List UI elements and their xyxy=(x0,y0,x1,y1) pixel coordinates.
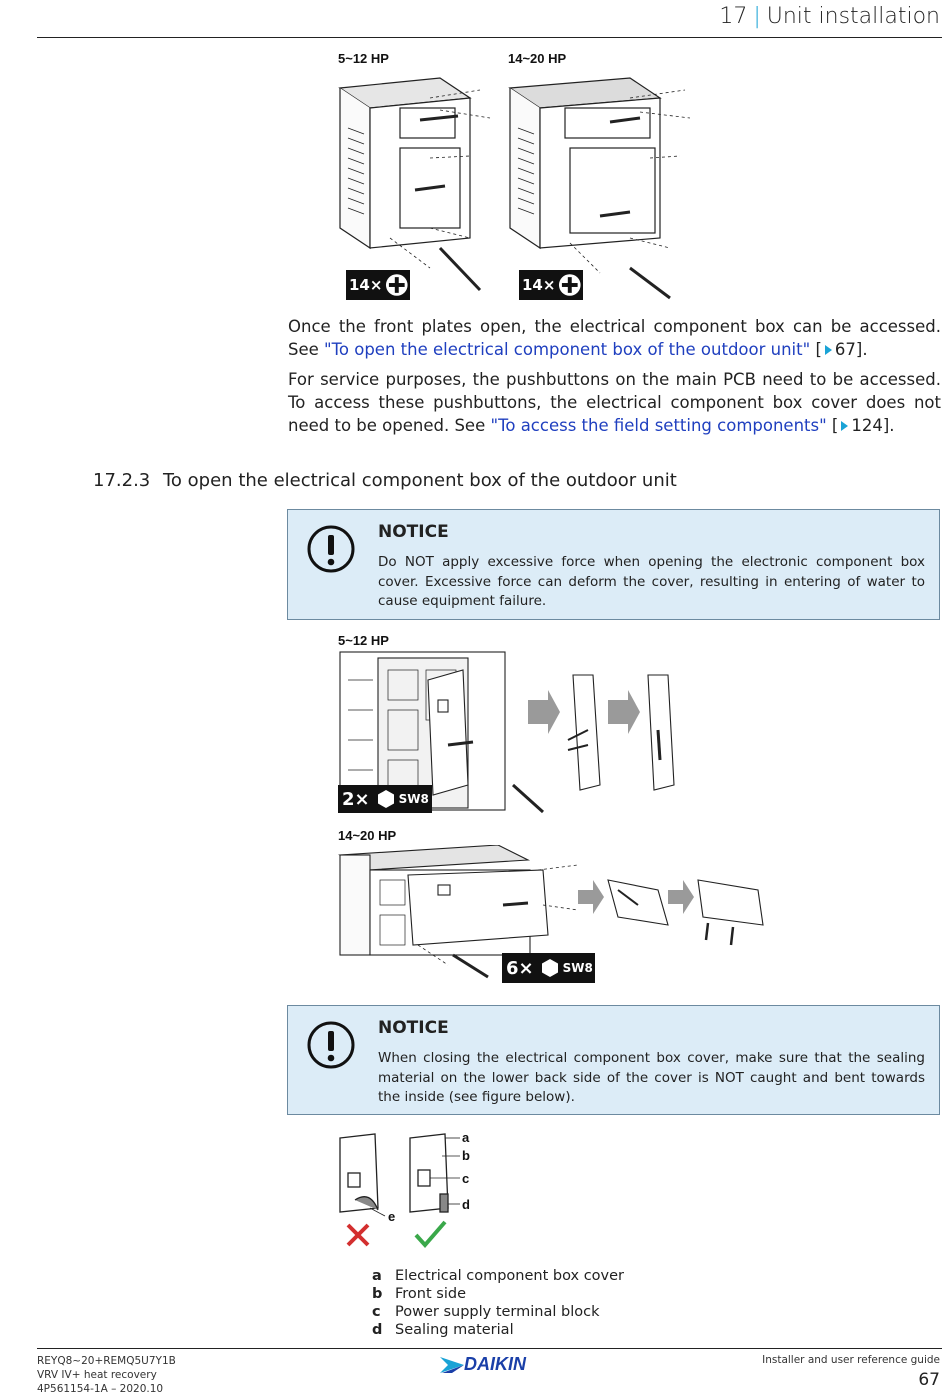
footer-doc-id: 4P561154-1A – 2020.10 xyxy=(37,1383,164,1395)
tool-size-large: SW8 xyxy=(562,961,593,975)
paragraph-service: For service purposes, the pushbuttons on… xyxy=(288,368,941,437)
bolt-count-badge-small: 2× SW8 xyxy=(338,785,432,813)
fig1-label-small: 5~12 HP xyxy=(338,51,389,66)
exclamation-icon xyxy=(307,1021,355,1069)
bolt-count-large: 6× xyxy=(506,957,534,979)
legend-value: Front side xyxy=(395,1286,466,1302)
exclamation-icon xyxy=(307,525,355,573)
daikin-logo: DAIKIN xyxy=(438,1354,548,1376)
bolt-count-small: 2× xyxy=(342,788,370,810)
chapter-title: Unit installation xyxy=(766,4,940,29)
sealing-figure xyxy=(339,1133,460,1249)
page-ref-arrow-icon xyxy=(841,421,849,431)
header-rule xyxy=(37,37,942,38)
notice-box-2: NOTICE When closing the electrical compo… xyxy=(287,1005,940,1115)
section-title: To open the electrical component box of … xyxy=(163,470,677,491)
front-plates-illustration xyxy=(338,77,691,300)
page-ref-arrow-icon xyxy=(824,345,832,355)
seal-label-e: e xyxy=(388,1209,396,1224)
seal-label-b: b xyxy=(462,1148,470,1163)
p2-ref-open: [ xyxy=(826,416,839,435)
legend-key: d xyxy=(372,1322,383,1338)
screw-count-large: 14× xyxy=(522,276,556,294)
fig3-label-large: 14~20 HP xyxy=(338,828,397,843)
phillips-screwdriver-icon xyxy=(386,274,409,296)
notice-title: NOTICE xyxy=(378,522,449,542)
hex-wrench-icon xyxy=(541,959,558,977)
footer-meta: REYQ8~20+REMQ5U7Y1B VRV IV+ heat recover… xyxy=(37,1354,176,1396)
p1-text: Once the front plates open, the electric… xyxy=(288,317,941,359)
p2-ref-page[interactable]: 124 xyxy=(851,416,883,435)
p1-ref-open: [ xyxy=(810,340,822,359)
notice-text: Do NOT apply excessive force when openin… xyxy=(378,554,925,609)
legend-item: d Sealing material xyxy=(372,1321,624,1339)
legend-item: a Electrical component box cover xyxy=(372,1267,624,1285)
section-heading: 17.2.3 To open the electrical component b… xyxy=(93,470,677,491)
legend-key: b xyxy=(372,1286,383,1302)
legend-key: a xyxy=(372,1268,382,1284)
page-number: 67 xyxy=(918,1370,940,1390)
notice-box-1: NOTICE Do NOT apply excessive force when… xyxy=(287,509,940,620)
footer-guide: Installer and user reference guide xyxy=(762,1354,940,1366)
legend-value: Power supply terminal block xyxy=(395,1304,600,1320)
chapter-number: 17 xyxy=(719,4,748,29)
legend-key: c xyxy=(372,1304,381,1320)
electrical-box-large-illustration xyxy=(338,845,764,979)
p1-ref-close: ]. xyxy=(855,340,868,359)
seal-label-a: a xyxy=(462,1130,470,1145)
p1-ref-page[interactable]: 67 xyxy=(834,340,856,359)
mark-check-icon xyxy=(414,1220,447,1249)
brand-name: DAIKIN xyxy=(464,1354,526,1374)
p2-text: For service purposes, the pushbuttons on… xyxy=(288,370,941,435)
bolt-count-badge-large: 6× SW8 xyxy=(502,953,595,983)
page-header: 17|Unit installation xyxy=(719,4,940,29)
figure-legend: a Electrical component box cover b Front s… xyxy=(372,1267,624,1339)
paragraph-front-plates: Once the front plates open, the electric… xyxy=(288,315,941,361)
notice-title: NOTICE xyxy=(378,1018,449,1038)
section-number: 17.2.3 xyxy=(93,470,151,491)
p2-ref-close: ]. xyxy=(882,416,895,435)
seal-label-d: d xyxy=(462,1197,470,1212)
link-field-setting-components[interactable]: "To access the field setting components" xyxy=(490,416,827,435)
phillips-screwdriver-icon xyxy=(559,274,582,296)
fig1-label-large: 14~20 HP xyxy=(508,51,567,66)
header-separator: | xyxy=(753,4,761,29)
notice-text: When closing the electrical component bo… xyxy=(378,1050,925,1105)
screw-count-badge-large: 14× xyxy=(519,270,583,300)
fig2-label-small: 5~12 HP xyxy=(338,633,389,648)
screw-count-small: 14× xyxy=(349,276,383,294)
link-open-electrical-box[interactable]: "To open the electrical component box of… xyxy=(324,340,811,359)
footer-series: VRV IV+ heat recovery xyxy=(37,1369,157,1381)
hex-wrench-icon xyxy=(377,790,394,808)
daikin-logo-icon xyxy=(440,1357,464,1373)
legend-item: b Front side xyxy=(372,1285,624,1303)
footer-rule xyxy=(37,1348,942,1349)
footer-model: REYQ8~20+REMQ5U7Y1B xyxy=(37,1355,176,1367)
legend-value: Electrical component box cover xyxy=(395,1268,625,1284)
tool-size-small: SW8 xyxy=(398,792,429,806)
mark-cross-icon xyxy=(346,1223,370,1247)
legend-item: c Power supply terminal block xyxy=(372,1303,624,1321)
screw-count-badge-small: 14× xyxy=(346,270,410,300)
seal-label-c: c xyxy=(462,1171,470,1186)
legend-value: Sealing material xyxy=(395,1322,514,1338)
electrical-box-small-illustration xyxy=(339,651,675,814)
